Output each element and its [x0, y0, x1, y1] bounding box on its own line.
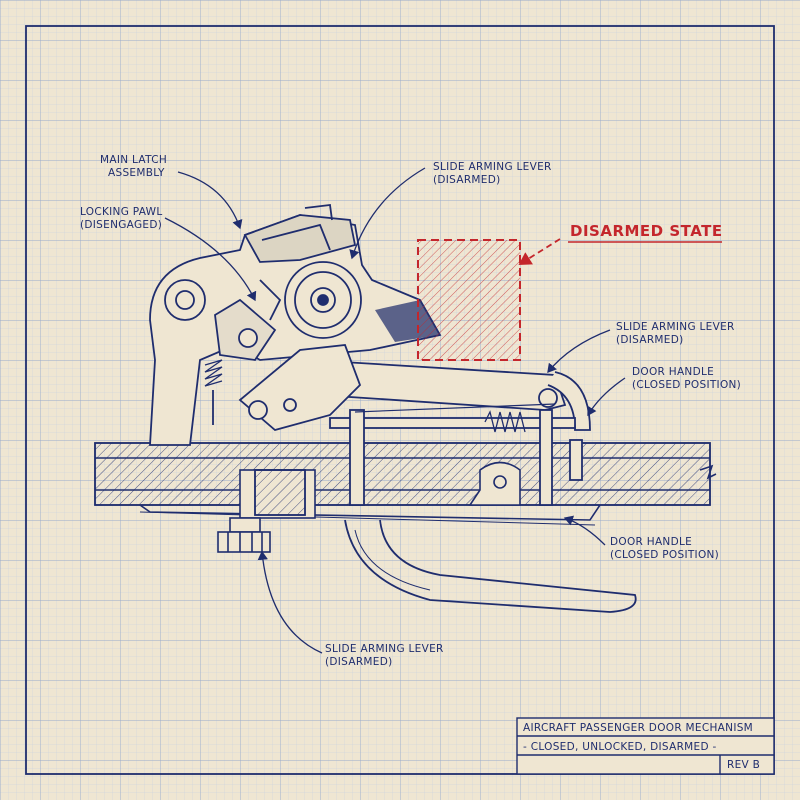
- slide-lever-bottom-label-2: (DISARMED): [325, 656, 393, 668]
- slide-lever-top-label-2: (DISARMED): [433, 174, 501, 186]
- door-handle-lower-label-1: DOOR HANDLE: [610, 536, 692, 548]
- door-handle: [344, 519, 637, 613]
- door-handle-upper-label-2: (CLOSED POSITION): [632, 379, 741, 391]
- disarmed-state-label: DISARMED STATE: [570, 222, 723, 240]
- disarmed-state-zone: [417, 238, 561, 361]
- leader-lines: [164, 167, 626, 654]
- slide-lever-right-label-2: (DISARMED): [616, 334, 684, 346]
- title-block: [516, 717, 775, 775]
- title-block-subtitle: - CLOSED, UNLOCKED, DISARMED -: [523, 741, 717, 753]
- door-handle-upper-label-1: DOOR HANDLE: [632, 366, 714, 378]
- slide-lever-top-label-1: SLIDE ARMING LEVER: [433, 161, 552, 173]
- door-handle-lower-label-2: (CLOSED POSITION): [610, 549, 719, 561]
- slide-lever-bottom-label-1: SLIDE ARMING LEVER: [325, 643, 444, 655]
- title-block-title: AIRCRAFT PASSENGER DOOR MECHANISM: [523, 722, 753, 734]
- main-latch-label-2: ASSEMBLY: [108, 167, 165, 179]
- title-block-revision: REV B: [727, 759, 760, 771]
- locking-pawl-label-1: LOCKING PAWL: [80, 206, 162, 218]
- main-latch-label-1: MAIN LATCH: [100, 154, 167, 166]
- door-frame: [94, 442, 717, 553]
- slide-lever-right-label-1: SLIDE ARMING LEVER: [616, 321, 735, 333]
- sheet-border: [25, 25, 775, 775]
- locking-pawl-label-2: (DISENGAGED): [80, 219, 162, 231]
- arming-linkage: [238, 344, 591, 506]
